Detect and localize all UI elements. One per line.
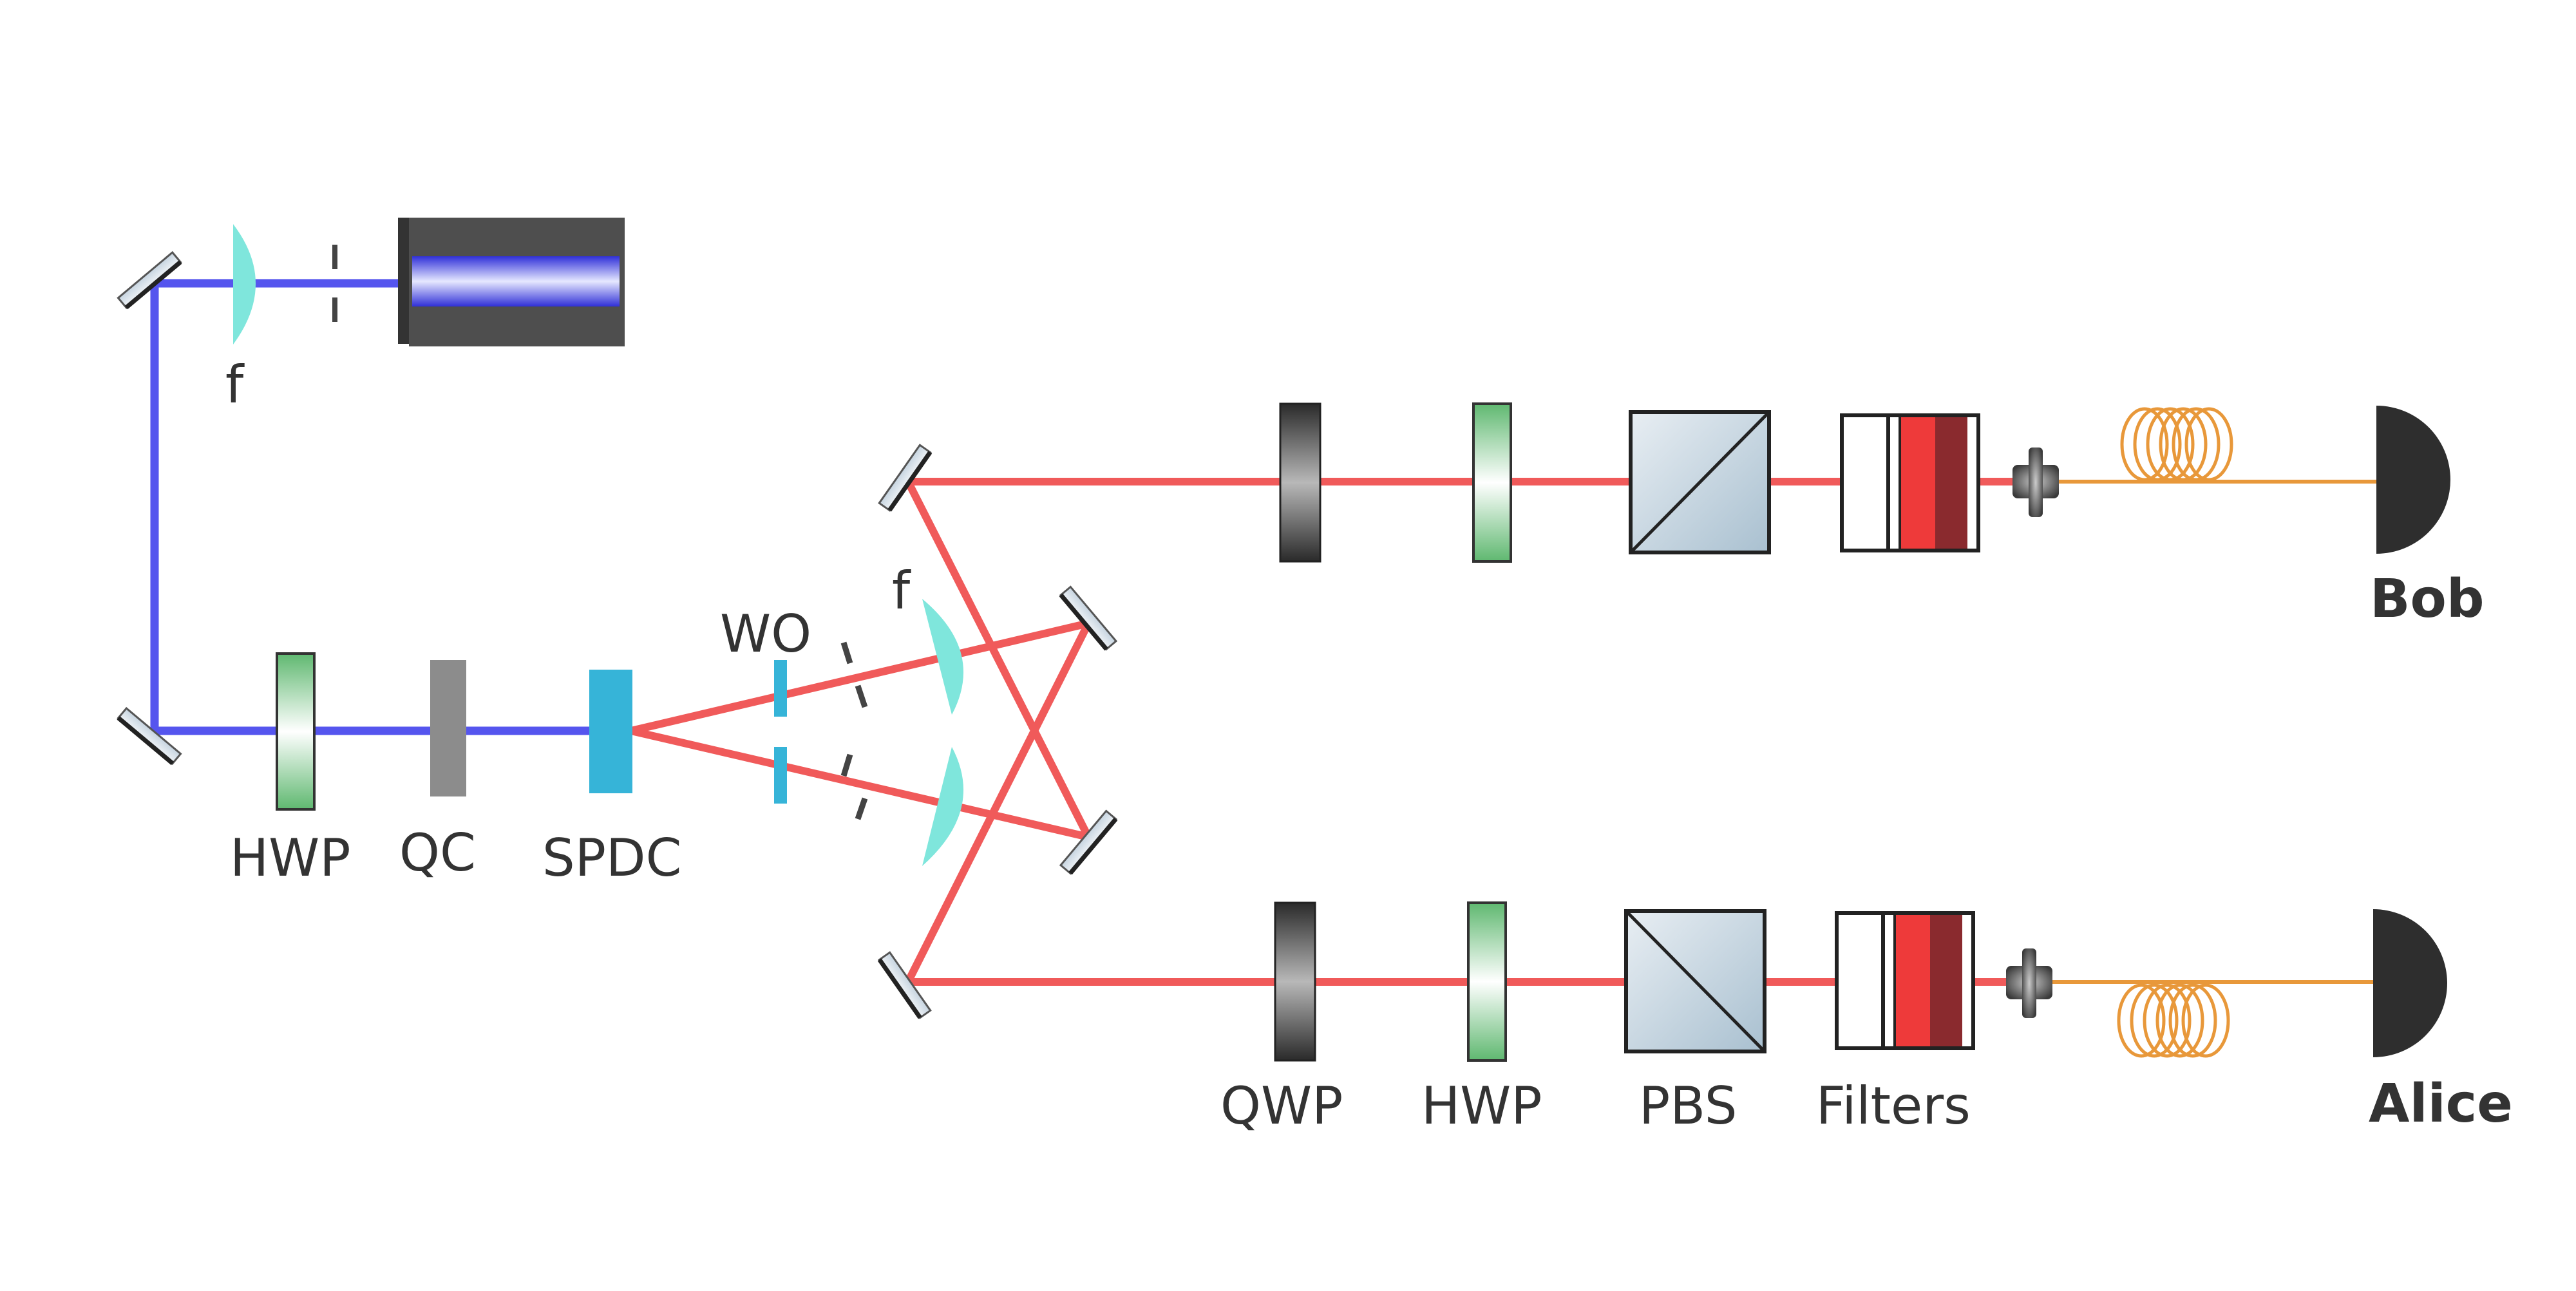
iris-photon-upper: [840, 641, 868, 708]
pump-beam: [150, 279, 638, 735]
quartz-compensator: [430, 660, 466, 796]
hwp-alice-label: HWP: [1421, 1076, 1542, 1136]
wo-label: WO: [720, 604, 811, 664]
lens-photon-upper-icon: [922, 599, 964, 715]
lens-pump-icon: [233, 224, 256, 344]
lens-pump-label: f: [225, 355, 245, 415]
pbs-bob: [1629, 410, 1771, 554]
spdc-crystal: [589, 670, 632, 793]
qwp-alice: [1274, 901, 1316, 1062]
pbs-alice: [1624, 909, 1766, 1053]
detector-bob: [2376, 406, 2450, 554]
bob-label: Bob: [2370, 569, 2485, 630]
pump-laser: [398, 218, 625, 346]
fiber-coil-alice: [2117, 983, 2230, 1058]
fiber-coupler-alice: [2006, 948, 2052, 1018]
qc-label: QC: [399, 823, 476, 883]
qwp-label: QWP: [1220, 1076, 1343, 1136]
pbs-label: PBS: [1639, 1076, 1738, 1136]
mirror-photon-left-upper: [878, 444, 933, 512]
hwp-pump: [276, 652, 316, 811]
walkoff-upper: [774, 660, 787, 717]
fiber-coupler-bob: [2012, 448, 2059, 517]
lens-photon-lower-icon: [922, 747, 964, 866]
mirror-photon-right-lower: [1059, 809, 1118, 875]
iris-photon-lower: [840, 753, 868, 820]
lens-photon-label: f: [892, 561, 911, 621]
walkoff-lower: [774, 747, 787, 804]
fiber-coil-bob: [2120, 407, 2233, 482]
photon-beams: [630, 478, 2058, 986]
qwp-bob: [1279, 402, 1321, 563]
filters-alice: [1835, 911, 1975, 1050]
spdc-label: SPDC: [542, 828, 681, 888]
hwp-bob: [1472, 402, 1512, 563]
hwp-pump-label: HWP: [230, 828, 351, 888]
detector-alice: [2373, 909, 2447, 1057]
mirror-photon-left-lower: [877, 951, 932, 1019]
mirror-photon-right-upper: [1059, 585, 1118, 651]
filters-label: Filters: [1816, 1076, 1971, 1136]
alice-label: Alice: [2369, 1073, 2513, 1135]
mirror-pump-top: [117, 250, 182, 310]
mirror-pump-bottom: [117, 706, 182, 766]
hwp-alice: [1467, 901, 1507, 1062]
filters-bob: [1840, 413, 1980, 552]
